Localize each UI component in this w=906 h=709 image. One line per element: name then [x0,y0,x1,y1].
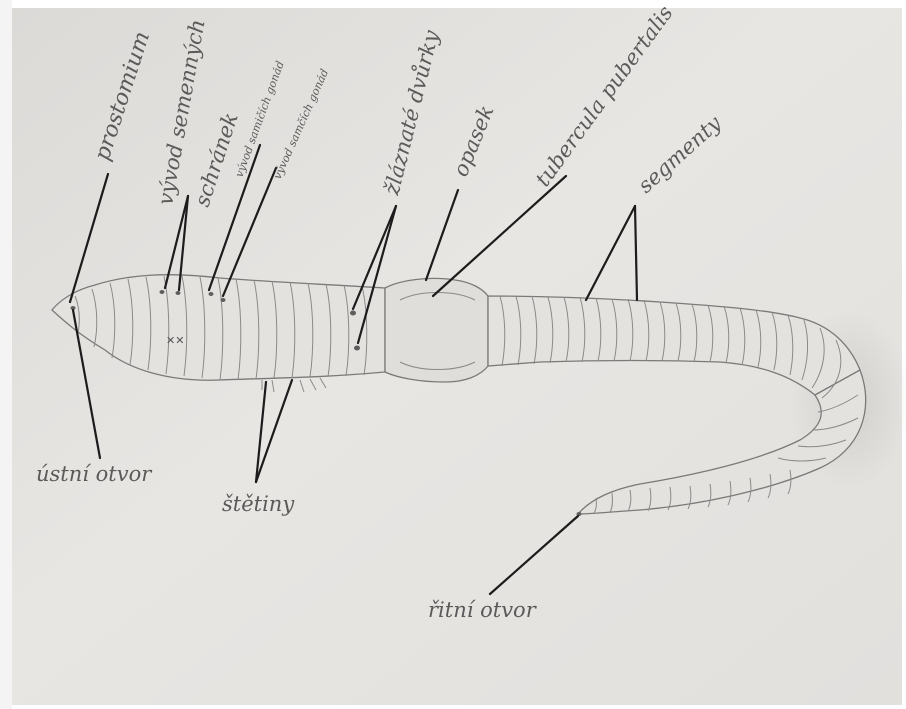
label-ustni-otvor: ústní otvor [36,462,153,486]
seminal-pore-2 [176,291,181,295]
paper-left-edge [0,0,12,709]
gland-patch-2 [354,346,360,351]
label-stetiny: štětiny [222,492,295,516]
seminal-pore-1 [160,290,165,294]
male-gonad-pore [221,298,226,302]
gland-patch-1 [350,311,356,316]
pore-cross-marks: ✕✕ [166,334,184,347]
label-ritni-otvor: řitní otvor [428,598,538,622]
female-gonad-pore [209,292,214,296]
